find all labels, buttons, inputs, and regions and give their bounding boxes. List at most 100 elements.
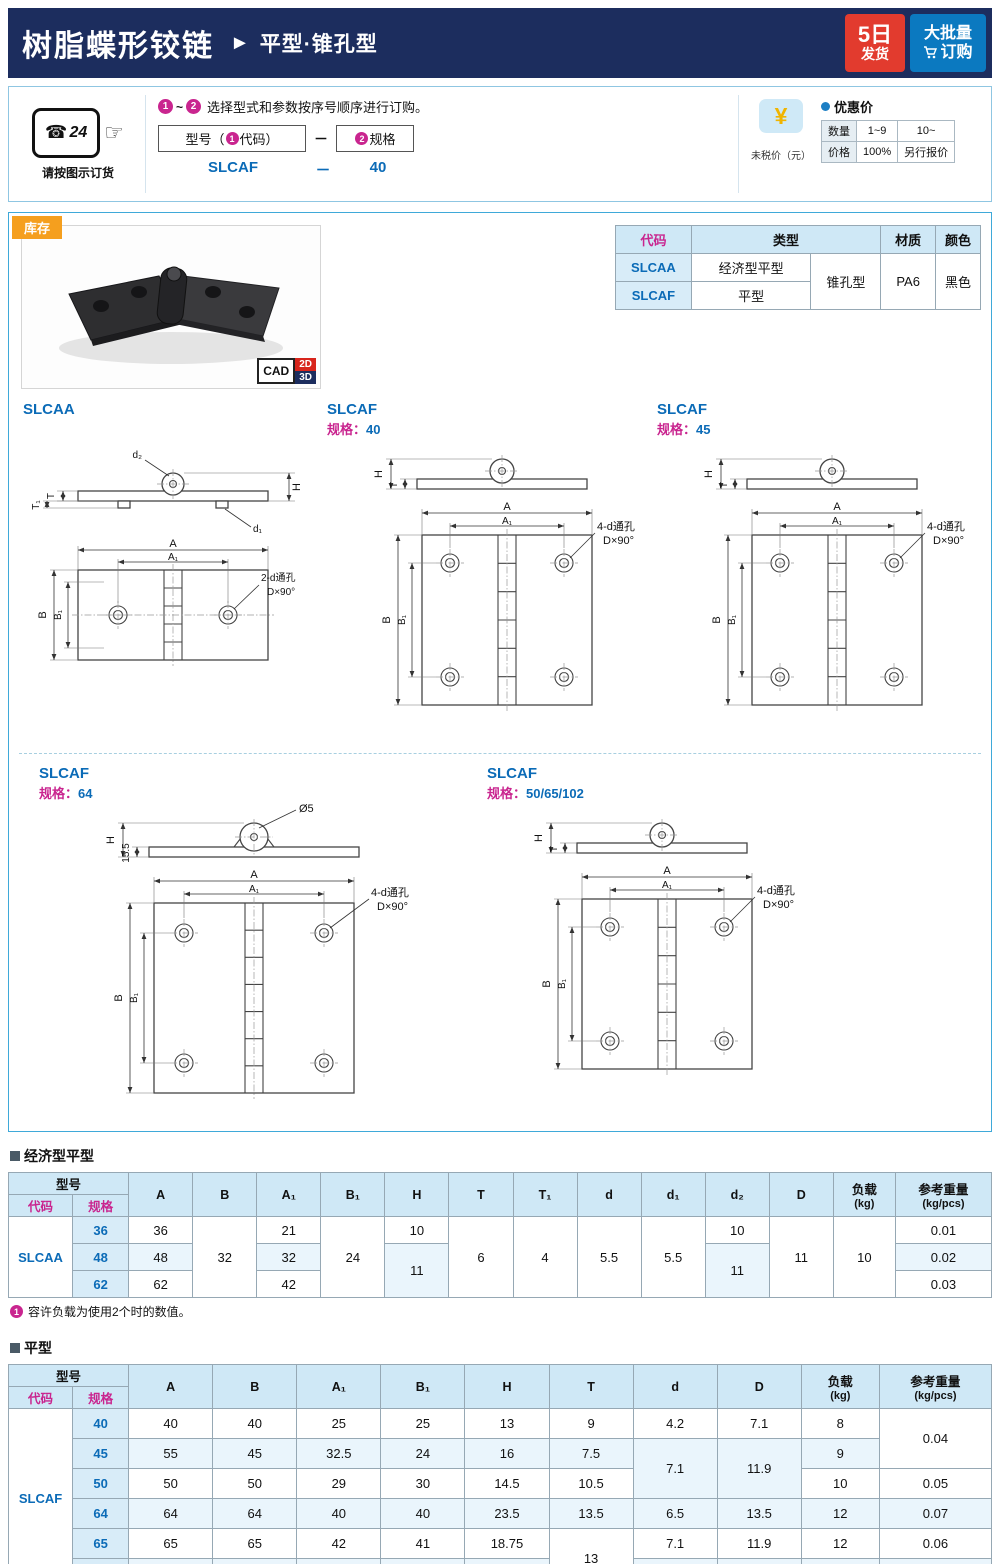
cell: 5.5 bbox=[576, 1216, 642, 1298]
cell: 4 bbox=[512, 1216, 578, 1298]
drawing-shape bbox=[718, 887, 724, 893]
cell: 代码 bbox=[7, 1386, 74, 1409]
cell: 0.05 bbox=[878, 1558, 993, 1564]
tr-element: SLCAA 36 36 32 21 24 10 6 4 5.5 5.5 10 1… bbox=[7, 1216, 993, 1298]
cell: 0.07 bbox=[878, 1498, 993, 1529]
cell: 10.5 bbox=[548, 1468, 634, 1499]
drawing-shape bbox=[348, 878, 354, 884]
polygon-element bbox=[91, 318, 183, 346]
section-title-flat: 平型 bbox=[10, 1338, 990, 1358]
cell: PA6 bbox=[880, 253, 937, 310]
dim-label: B₁ bbox=[557, 978, 568, 989]
cell: H bbox=[384, 1172, 450, 1217]
cell: 32.5 bbox=[296, 1438, 382, 1469]
tilde: ~ bbox=[176, 99, 184, 114]
cell: 负载(kg) bbox=[800, 1364, 880, 1409]
cell: 50 bbox=[128, 1468, 214, 1499]
cell: B bbox=[212, 1364, 298, 1409]
tr-element: 45 55 45 32.5 24 16 7.5 7.1 11.9 9 bbox=[9, 1438, 992, 1499]
cell: 1~9 bbox=[855, 120, 899, 142]
drawing-shape bbox=[318, 891, 324, 897]
ellipse-element bbox=[131, 286, 147, 298]
cad-badge[interactable]: CAD 2D 3D bbox=[257, 358, 316, 384]
dim-label: H bbox=[533, 834, 545, 842]
drawing-shape bbox=[780, 523, 786, 529]
header-badges: 5日 发货 大批量 订购 bbox=[845, 14, 986, 72]
cell: d₂ bbox=[704, 1172, 770, 1217]
cell: 11.9 bbox=[716, 1528, 802, 1559]
cell: 36 bbox=[72, 1216, 130, 1244]
cart-icon bbox=[924, 46, 938, 59]
dim-label: A₁ bbox=[502, 516, 513, 527]
page-header: 树脂蝶形铰链 ► 平型·锥孔型 5日 发货 大批量 订购 bbox=[8, 8, 992, 78]
cell: 代码 bbox=[615, 225, 692, 254]
drawing-shape bbox=[582, 874, 588, 880]
cell: 12 bbox=[800, 1498, 880, 1529]
cell: 7.1 bbox=[716, 1408, 802, 1439]
cell: 29 bbox=[296, 1468, 382, 1499]
cell: T₁ bbox=[512, 1172, 578, 1217]
dim-label: A bbox=[663, 865, 671, 877]
cad-2d-label[interactable]: 2D bbox=[295, 358, 316, 371]
drawing-shape bbox=[222, 559, 228, 565]
cell: 0.06 bbox=[878, 1528, 993, 1559]
cell: 9 bbox=[800, 1438, 880, 1469]
cell: d bbox=[632, 1364, 718, 1409]
cell: 42 bbox=[256, 1270, 322, 1298]
phone-glyph-icon: ☎ bbox=[45, 122, 68, 142]
span-element: 规格： bbox=[39, 786, 79, 801]
drawing-shape bbox=[120, 851, 126, 857]
cell: A₁ bbox=[296, 1364, 382, 1409]
drawing-shape bbox=[144, 459, 170, 477]
drawing-shape bbox=[78, 547, 84, 553]
drawing-shape bbox=[60, 495, 66, 501]
cell: 13.5 bbox=[716, 1498, 802, 1529]
format-dash: － bbox=[314, 130, 328, 147]
bulk-order-badge[interactable]: 大批量 订购 bbox=[910, 14, 986, 72]
economy-flat-spec-table: 型号 A B A₁ B₁ H T T₁ d d₁ d₂ D 负载(kg) 参考重… bbox=[7, 1172, 993, 1298]
cell: 64 bbox=[128, 1498, 214, 1529]
cell: 50 bbox=[72, 1468, 130, 1499]
drawing-shape bbox=[752, 510, 758, 516]
cell: 负载(kg) bbox=[832, 1172, 896, 1217]
drawings-row-divider bbox=[19, 753, 981, 754]
cell: D bbox=[716, 1364, 802, 1409]
drawing-shape bbox=[746, 874, 752, 880]
dim-label: H bbox=[105, 836, 117, 844]
cell: B₁ bbox=[380, 1364, 466, 1409]
cell: 13.5 bbox=[548, 1498, 634, 1529]
cell: 40 bbox=[128, 1408, 214, 1439]
order-example-line: SLCAF － 40 bbox=[158, 159, 726, 180]
cell: 13 bbox=[548, 1528, 634, 1564]
div-element: 参考重量 bbox=[918, 1183, 969, 1197]
dim-label: D×90° bbox=[603, 535, 634, 547]
cell: 62 bbox=[72, 1270, 130, 1298]
tr-element: 型号 A B A₁ B₁ H T d D 负载(kg) 参考重量(kg/pcs) bbox=[7, 1364, 993, 1409]
footnote-marker: 1 bbox=[10, 1305, 23, 1318]
drawing-shape bbox=[154, 878, 160, 884]
cell: 45 bbox=[72, 1438, 130, 1469]
cell: 0.03 bbox=[894, 1270, 993, 1298]
drawing-shape bbox=[888, 523, 894, 529]
dim-label: B bbox=[37, 611, 49, 618]
dim-label: T₁ bbox=[31, 500, 42, 510]
tbody-element: SLCAA 36 36 32 21 24 10 6 4 5.5 5.5 10 1… bbox=[7, 1216, 993, 1298]
cad-label[interactable]: CAD bbox=[257, 358, 296, 384]
dim-label: 2-d通孔 bbox=[261, 572, 295, 584]
dim-label: B₁ bbox=[53, 609, 64, 620]
cad-dim-column: 2D 3D bbox=[295, 358, 316, 384]
cell: 锥孔型 bbox=[810, 253, 882, 310]
drawing-shape bbox=[450, 523, 456, 529]
model-post-label: 代码） bbox=[239, 132, 279, 147]
dim-label: d₂ bbox=[133, 450, 143, 461]
span-element: 40 bbox=[366, 422, 381, 437]
drawing-shape bbox=[120, 823, 126, 829]
span-element: 64 bbox=[78, 786, 93, 801]
polygon-element bbox=[172, 275, 280, 337]
cell: 型号 bbox=[7, 1172, 130, 1195]
dim-label: 15.5 bbox=[121, 843, 132, 863]
